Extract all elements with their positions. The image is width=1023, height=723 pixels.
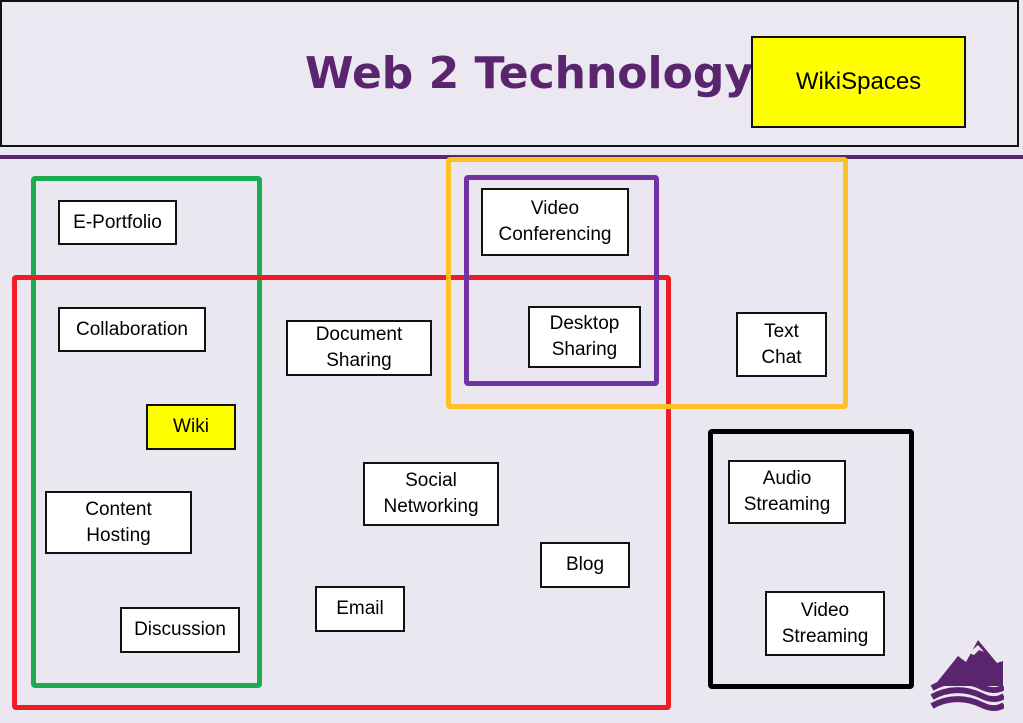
group-orange-frame [446, 157, 848, 409]
page-title: Web 2 Technology [305, 48, 754, 99]
node-collaboration: Collaboration [58, 307, 206, 352]
group-purple-frame [464, 175, 659, 386]
mountain-waves-logo-icon [930, 640, 1004, 711]
group-black-frame [708, 429, 914, 689]
node-wiki: Wiki [146, 404, 236, 450]
node-video-conferencing: Video Conferencing [481, 188, 629, 256]
group-green-frame [31, 176, 262, 688]
node-e-portfolio: E-Portfolio [58, 200, 177, 245]
node-email: Email [315, 586, 405, 632]
node-text-chat: Text Chat [736, 312, 827, 377]
node-document-sharing: Document Sharing [286, 320, 432, 376]
node-video-streaming: Video Streaming [765, 591, 885, 656]
node-blog: Blog [540, 542, 630, 588]
node-social-networking: Social Networking [363, 462, 499, 526]
node-discussion: Discussion [120, 607, 240, 653]
node-audio-streaming: Audio Streaming [728, 460, 846, 524]
wikispaces-badge: WikiSpaces [751, 36, 966, 128]
node-desktop-sharing: Desktop Sharing [528, 306, 641, 368]
group-red-frame [12, 275, 671, 710]
node-content-hosting: Content Hosting [45, 491, 192, 554]
